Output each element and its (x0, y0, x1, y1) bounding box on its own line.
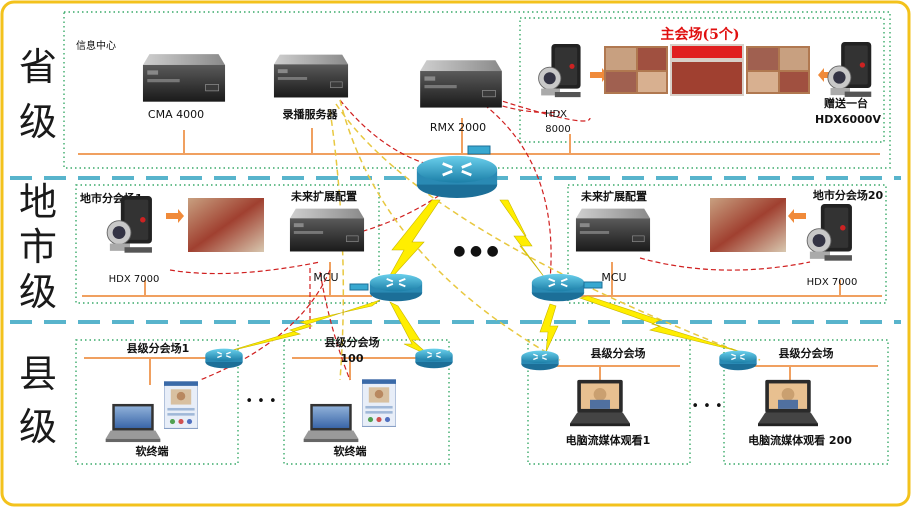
city-right-mcu-server-icon (575, 208, 651, 252)
tier-city-char-1: 地 (19, 180, 57, 224)
city-right-video-screen-icon (710, 198, 786, 252)
city-left-router-port-icon (349, 283, 369, 291)
main-venue-box (519, 17, 885, 143)
hdx8000-label-line2: 8000 (545, 124, 570, 135)
tier-county-char-1: 县 (19, 352, 57, 396)
bolt-to-pc200 (578, 295, 743, 353)
gift-label-line1: 赠送一台 (824, 96, 868, 110)
county-right-ellipsis: • • • (691, 399, 722, 414)
city-right-box (567, 184, 887, 304)
county-1-laptop-icon (105, 403, 161, 443)
city-left-video-screen-icon (188, 198, 264, 252)
arrow-left-icon (818, 68, 836, 82)
city-left-future-label: 未来扩展配置 (290, 189, 357, 203)
county-pc200-title: 县级分会场 (779, 346, 834, 360)
bolt-core-left (383, 199, 441, 287)
county-box-pc1 (527, 339, 691, 465)
bolt-core-right (499, 199, 549, 283)
county-box-100 (283, 339, 450, 465)
bolt-to-county1 (225, 299, 381, 353)
recorder-server-icon (273, 54, 349, 98)
rmx-server-icon (419, 59, 503, 108)
county-pc200-laptop-icon (758, 379, 818, 427)
cma-server-icon (142, 53, 226, 103)
arrow-left-icon (788, 209, 806, 223)
county-pc1-title: 县级分会场 (591, 346, 646, 360)
city-right-mcu-label: MCU (601, 271, 626, 284)
county-1-label: 软终端 (136, 444, 169, 458)
county-100-router-icon (414, 347, 454, 369)
tier-city-char-2: 市 (19, 225, 57, 269)
county-100-label: 软终端 (334, 444, 367, 458)
main-venue-screens (604, 44, 810, 96)
red-dashed-paths (169, 93, 811, 381)
core-router-icon (415, 154, 499, 200)
county-1-router-icon (204, 347, 244, 369)
tier-city-char-3: 级 (19, 270, 57, 314)
county-box-1 (75, 339, 239, 465)
city-right-router-icon (530, 272, 586, 303)
county-pc1-label: 电脑流媒体观看1 (566, 433, 651, 447)
city-left-box (75, 184, 380, 304)
county-100-title-line2: 100 (341, 352, 364, 365)
lightning-links (225, 199, 743, 357)
tier-labels: 省 级 地 市 级 县 级 (19, 45, 57, 449)
city-left-hdx-label: HDX 7000 (109, 274, 160, 285)
city-right-router-port-icon (583, 281, 603, 289)
arrow-right-icon (590, 68, 608, 82)
county-left-ellipsis: • • • (245, 394, 276, 409)
recorder-label: 录播服务器 (283, 107, 339, 121)
county-1-title: 县级分会场1 (127, 341, 190, 355)
city-left-router-icon (368, 272, 424, 303)
main-venue-title: 主会场(5个) (661, 26, 740, 43)
tier-province-char-2: 级 (19, 100, 57, 144)
county-pc1-router-icon (520, 349, 560, 371)
bolt-to-pc1 (539, 303, 559, 353)
cma-label: CMA 4000 (148, 108, 204, 121)
bolt-to-county100 (389, 301, 431, 357)
city-right-hdx-label: HDX 7000 (807, 277, 858, 288)
city-right-future-label: 未来扩展配置 (580, 189, 647, 203)
city-ellipsis: ● ● ● (453, 243, 499, 259)
county-100-title-line1: 县级分会场 (325, 335, 380, 349)
county-100-software-client-window-icon (362, 379, 396, 427)
core-router-port-icon (467, 145, 491, 155)
county-pc200-router-icon (718, 349, 758, 371)
rmx-label: RMX 2000 (430, 121, 486, 134)
city-left-mcu-label: MCU (313, 271, 338, 284)
tier-county-char-2: 级 (19, 405, 57, 449)
tier-province-char-1: 省 (19, 45, 57, 89)
arrow-right-icon (166, 209, 184, 223)
county-pc200-label: 电脑流媒体观看 200 (748, 433, 852, 447)
county-100-laptop-icon (303, 403, 359, 443)
county-box-pc200 (723, 339, 889, 465)
gift-label-line2: HDX6000V (815, 113, 881, 126)
county-1-software-client-window-icon (164, 381, 198, 429)
city-left-mcu-server-icon (289, 208, 365, 252)
county-pc1-laptop-icon (570, 379, 630, 427)
hdx8000-label-line1: HDX (545, 109, 567, 120)
info-center-label: 信息中心 (76, 39, 116, 52)
city-right-branch-label: 地市分会场20 (813, 188, 884, 202)
